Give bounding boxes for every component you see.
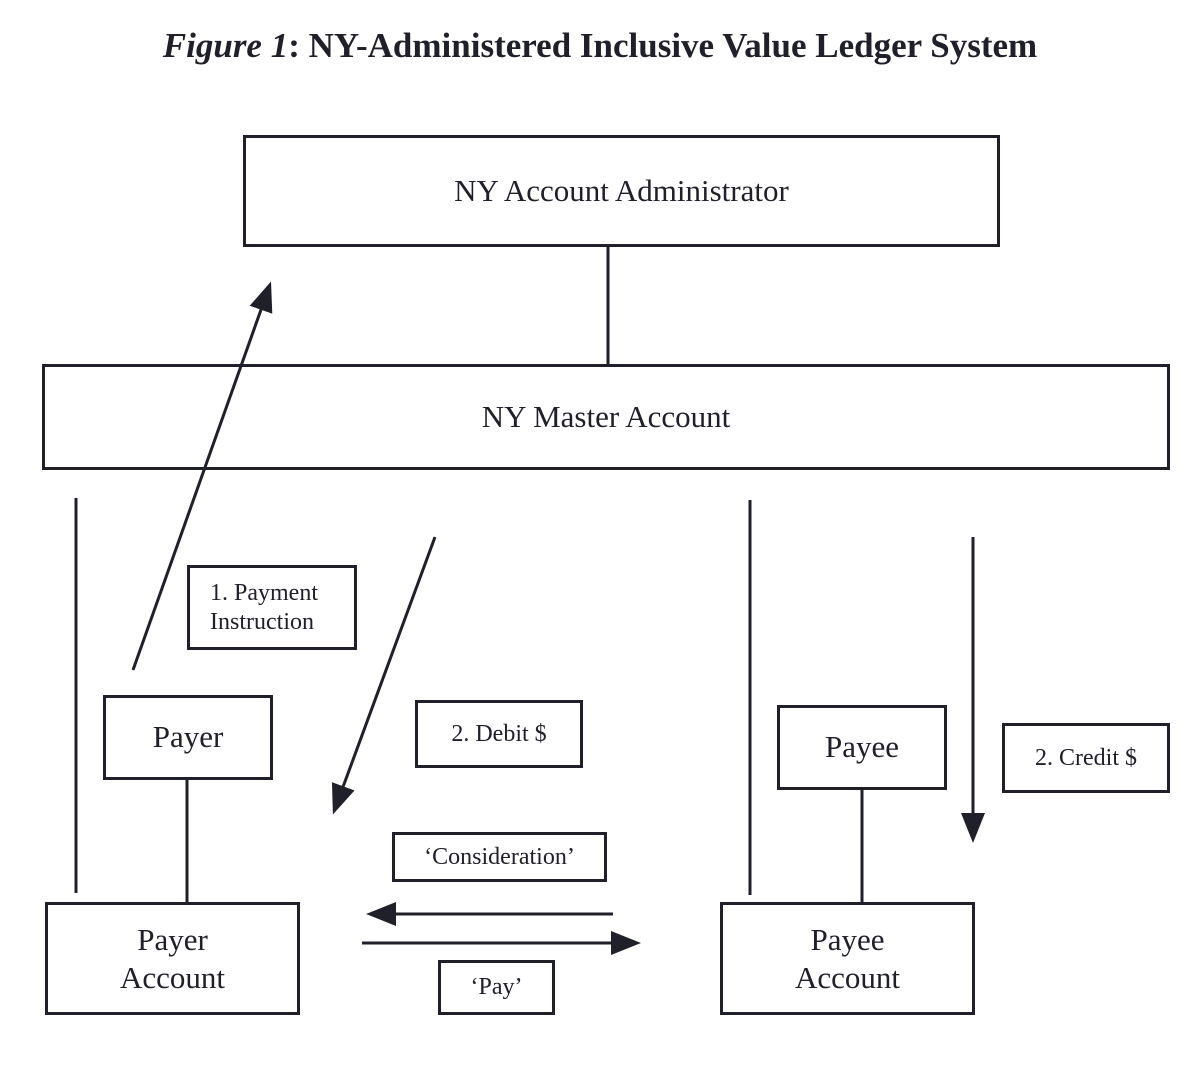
label-box-credit: 2. Credit $ [1002, 723, 1170, 793]
node-label-line: Account [119, 959, 226, 995]
label-text: 2. Debit $ [451, 720, 547, 747]
node-ny-master-account: NY Master Account [42, 364, 1170, 470]
node-label-line: Account [794, 959, 901, 995]
node-label: NY Account Administrator [454, 172, 789, 208]
label-box-debit: 2. Debit $ [415, 700, 583, 768]
node-label: NY Master Account [481, 398, 731, 434]
label-text: ‘Consideration’ [424, 843, 575, 870]
node-payee-account: Payee Account [720, 902, 975, 1015]
node-payer-account: Payer Account [45, 902, 300, 1015]
figure-title: Figure 1: NY-Administered Inclusive Valu… [0, 26, 1200, 66]
figure-number-label: Figure 1 [162, 26, 289, 65]
label-line: Instruction [210, 608, 314, 635]
node-label-line: Payer [137, 922, 208, 958]
figure-title-text: : NY-Administered Inclusive Value Ledger… [288, 26, 1038, 65]
label-text: ‘Pay’ [470, 974, 523, 1001]
label-text: 2. Credit $ [1035, 744, 1137, 771]
node-label: Payee [824, 729, 900, 765]
node-payee: Payee [777, 705, 947, 790]
node-label: Payer [152, 719, 224, 755]
node-label-line: Payee [810, 922, 885, 958]
label-box-pay: ‘Pay’ [438, 960, 555, 1015]
node-ny-account-administrator: NY Account Administrator [243, 135, 1000, 247]
node-payer: Payer [103, 695, 273, 780]
label-line: 1. Payment [210, 580, 318, 607]
label-box-payment-instruction: 1. Payment Instruction [187, 565, 357, 650]
label-box-consideration: ‘Consideration’ [392, 832, 607, 882]
